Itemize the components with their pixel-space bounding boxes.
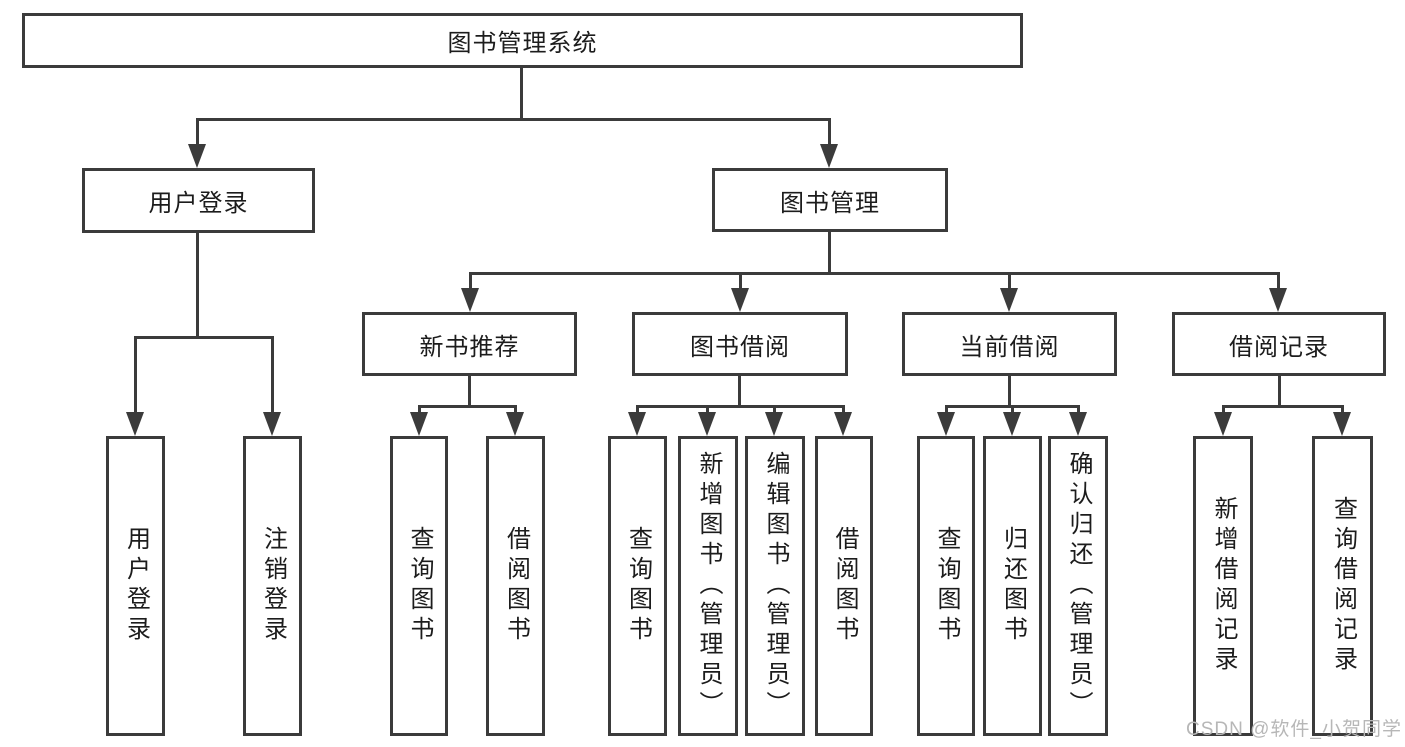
connector-line <box>706 405 709 415</box>
arrowhead-down-icon <box>834 412 852 436</box>
connector-line <box>828 118 831 148</box>
leaf-node-user-login: 用户登录 <box>106 436 165 736</box>
connector-line <box>1011 405 1014 415</box>
leaf-node-borrow-books-2: 借阅图书 <box>815 436 873 736</box>
connector-line <box>469 272 472 290</box>
node-borrowing-records: 借阅记录 <box>1172 312 1386 376</box>
leaf-label: 查询图书 <box>933 526 960 646</box>
leaf-label: 查询借阅记录 <box>1329 496 1357 676</box>
connector-line <box>1278 376 1281 408</box>
connector-line <box>196 118 831 121</box>
connector-line <box>418 405 517 408</box>
connector-line <box>196 118 199 148</box>
node-book-borrowing: 图书借阅 <box>632 312 848 376</box>
arrowhead-down-icon <box>820 144 838 168</box>
leaf-label: 查询图书 <box>624 526 652 646</box>
connector-line <box>418 405 421 415</box>
leaf-label: 归还图书 <box>999 526 1027 646</box>
connector-line <box>271 336 274 416</box>
connector-line <box>134 336 137 416</box>
leaf-node-query-books-2: 查询图书 <box>608 436 667 736</box>
leaf-node-query-borrow-record: 查询借阅记录 <box>1312 436 1373 736</box>
arrowhead-down-icon <box>410 412 428 436</box>
leaf-node-return-books: 归还图书 <box>983 436 1042 736</box>
connector-line <box>636 405 639 415</box>
arrowhead-down-icon <box>1003 412 1021 436</box>
connector-line <box>1222 405 1343 408</box>
arrowhead-down-icon <box>1269 288 1287 312</box>
arrowhead-down-icon <box>1214 412 1232 436</box>
connector-line <box>1277 272 1280 290</box>
connector-line <box>1008 272 1011 290</box>
arrowhead-down-icon <box>1069 412 1087 436</box>
connector-line <box>945 405 948 415</box>
leaf-label: 用户登录 <box>122 526 150 646</box>
leaf-label: 确认归还（管理员） <box>1065 451 1092 721</box>
arrowhead-down-icon <box>461 288 479 312</box>
connector-line <box>520 68 523 118</box>
arrowhead-down-icon <box>188 144 206 168</box>
connector-line <box>828 232 831 272</box>
leaf-node-borrow-books-1: 借阅图书 <box>486 436 545 736</box>
arrowhead-down-icon <box>263 412 281 436</box>
leaf-label: 查询图书 <box>406 526 433 646</box>
leaf-node-add-borrow-record: 新增借阅记录 <box>1193 436 1253 736</box>
leaf-label: 注销登录 <box>259 526 287 646</box>
connector-line <box>134 336 274 339</box>
arrowhead-down-icon <box>1333 412 1351 436</box>
connector-line <box>739 272 742 290</box>
node-current-borrowing: 当前借阅 <box>902 312 1117 376</box>
connector-line <box>1008 376 1011 408</box>
connector-line <box>1222 405 1225 415</box>
arrowhead-down-icon <box>731 288 749 312</box>
arrowhead-down-icon <box>765 412 783 436</box>
connector-line <box>1077 405 1080 415</box>
arrowhead-down-icon <box>628 412 646 436</box>
arrowhead-down-icon <box>506 412 524 436</box>
leaf-node-query-books-3: 查询图书 <box>917 436 975 736</box>
leaf-label: 借阅图书 <box>831 526 858 646</box>
arrowhead-down-icon <box>937 412 955 436</box>
node-root-library-management-system: 图书管理系统 <box>22 13 1023 68</box>
leaf-node-logout: 注销登录 <box>243 436 302 736</box>
node-book-management: 图书管理 <box>712 168 948 232</box>
leaf-label: 编辑图书（管理员） <box>762 451 789 721</box>
csdn-watermark: CSDN @软件_小贺同学 <box>1186 719 1402 740</box>
leaf-label: 新增借阅记录 <box>1210 496 1237 676</box>
connector-line <box>469 272 1280 275</box>
leaf-node-edit-books-admin: 编辑图书（管理员） <box>745 436 805 736</box>
connector-line <box>738 376 741 408</box>
connector-line <box>196 233 199 336</box>
arrowhead-down-icon <box>698 412 716 436</box>
connector-line <box>1341 405 1344 415</box>
connector-line <box>773 405 776 415</box>
connector-line <box>636 405 845 408</box>
connector-line <box>514 405 517 415</box>
leaf-node-query-books-1: 查询图书 <box>390 436 448 736</box>
connector-line <box>842 405 845 415</box>
node-new-book-recommendation: 新书推荐 <box>362 312 577 376</box>
connector-line <box>468 376 471 408</box>
arrowhead-down-icon <box>126 412 144 436</box>
node-user-login: 用户登录 <box>82 168 315 233</box>
leaf-node-confirm-return-admin: 确认归还（管理员） <box>1048 436 1108 736</box>
leaf-label: 新增图书（管理员） <box>695 451 722 721</box>
leaf-label: 借阅图书 <box>502 526 530 646</box>
arrowhead-down-icon <box>1000 288 1018 312</box>
leaf-node-add-books-admin: 新增图书（管理员） <box>678 436 738 736</box>
